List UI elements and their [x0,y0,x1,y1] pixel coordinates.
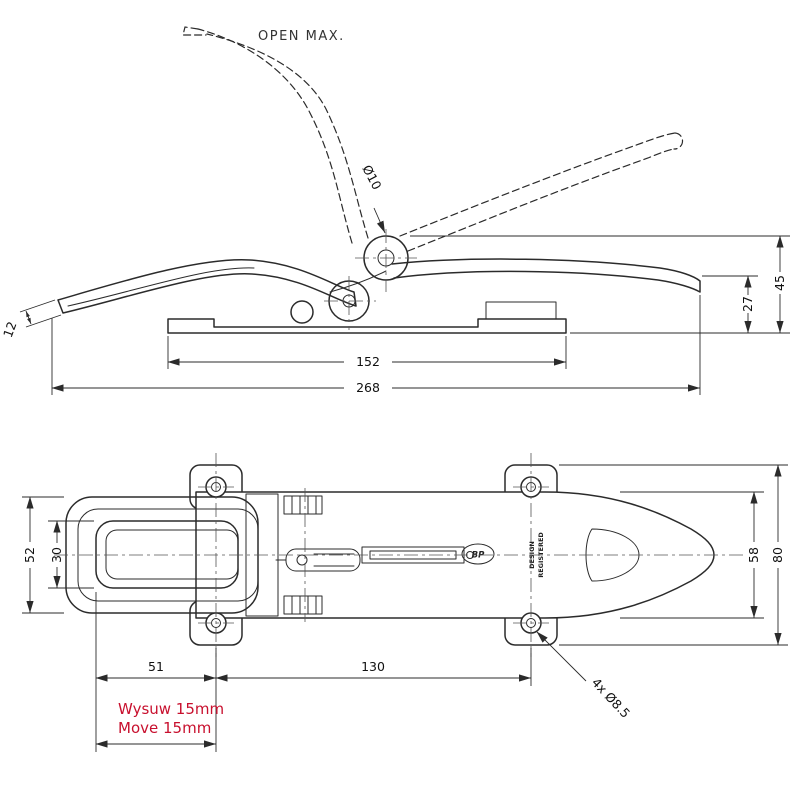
hook-outline [391,258,701,293]
catch-slot [585,528,640,582]
pivot-dia-label: Ø10 [359,162,384,192]
travel-note-pl: Wysuw 15mm [118,700,224,718]
dim-text-holes: 4x Ø8.5 [589,675,633,721]
dim-arrow [26,311,30,318]
open-max-label: OPEN MAX. [258,29,345,44]
latch-piece-pin [296,554,308,566]
dim-text-hole-offset: 51 [148,659,164,674]
brand-logo-text: BP [472,551,485,561]
open-handle-tip [182,26,207,36]
dim-text-body-width: 58 [746,547,761,563]
dim-text-lever-width: 30 [49,547,64,563]
adjuster-bracket [245,493,279,617]
open-handle-inner-line [206,33,369,239]
pivot-dia-leader-line [373,207,386,234]
dim-text-bail-outer: 52 [22,547,37,563]
dim-text-hole-spacing: 130 [361,659,385,674]
hole-centerline-h [198,486,549,624]
latch-piece-lines [275,553,355,567]
base-outline [167,318,567,334]
ext-line [19,299,56,313]
open-hook-tip-arc [673,132,684,150]
link-plate-line [329,270,387,293]
dim-text-overall-length: 268 [356,380,380,395]
plan-view: BP DESIGN REGISTERED 52 [22,453,788,752]
side-view-dimensions: 45 27 12 152 268 [0,235,790,395]
lever-flange-line [67,267,255,307]
ext-line [620,491,764,619]
open-handle-outer-line [197,28,353,244]
travel-note-en: Move 15mm [118,719,211,737]
dim-text-total-height: 45 [772,275,787,291]
spring-tab-bottom [283,595,323,615]
dim-text-overall-width: 80 [770,547,785,563]
spring-tab-bottom-teeth [291,595,317,615]
dim-text-lever-thickness: 12 [0,319,20,339]
lever-top-inner-line [105,529,239,580]
dim-arrow [27,317,31,324]
spring-tab-top-teeth [291,495,317,515]
ext-line [559,464,788,646]
spring-tab-top [283,495,323,515]
side-view: OPEN MAX. Ø10 45 27 [0,26,790,395]
roller-circle [290,300,314,324]
brand-logo-oval [461,543,495,565]
dim-text-hook-height: 27 [740,296,755,312]
keeper-bracket [485,301,557,320]
open-hook-inner-line [407,148,675,252]
ext-line [25,314,62,328]
open-hook-outer-line [399,132,676,237]
holes-leader-line [536,631,587,682]
dim-text-base-length: 152 [356,354,380,369]
